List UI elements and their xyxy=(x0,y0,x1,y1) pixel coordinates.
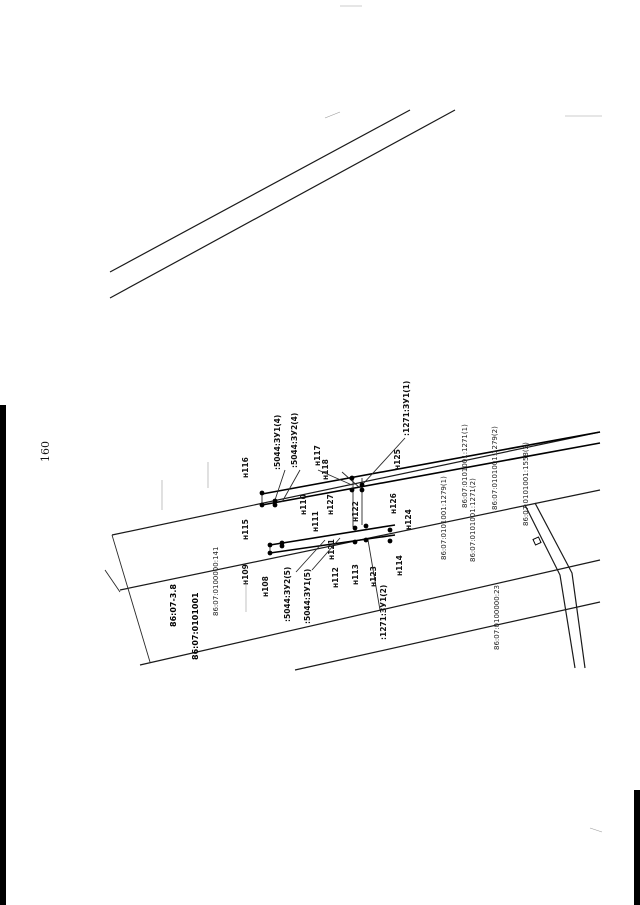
point-122 xyxy=(352,525,358,531)
point-118 xyxy=(349,487,355,493)
strip-upper-a xyxy=(261,431,601,495)
label-point-117: н117 xyxy=(313,445,322,466)
label-point-114: н114 xyxy=(395,555,404,576)
side-road-edge-a xyxy=(524,504,576,669)
label-cadastral-1271-1: 86:07:0101001:1271(1) xyxy=(461,424,469,508)
label-cadastral-1271-2: 86:07:0101001:1271(2) xyxy=(469,478,477,562)
parcel-strips xyxy=(261,431,601,554)
label-point-113: н113 xyxy=(351,564,360,585)
label-point-124: н124 xyxy=(404,509,413,530)
survey-points xyxy=(259,475,393,556)
label-point-126: н126 xyxy=(389,493,398,514)
point-108 xyxy=(267,550,273,556)
label-point-115: н115 xyxy=(241,519,250,540)
point-123 xyxy=(363,537,369,543)
point-127 xyxy=(359,487,365,493)
page-number: 160 xyxy=(39,441,52,462)
label-point-108: н108 xyxy=(261,576,270,597)
leader xyxy=(311,537,341,571)
label-point-116: н116 xyxy=(241,457,250,478)
upper-road-line-a xyxy=(109,109,411,273)
label-quarter: 86:07:0101001 xyxy=(191,592,200,660)
label-point-123: н123 xyxy=(369,566,378,587)
label-point-125: н125 xyxy=(393,449,402,470)
label-parcel-1271-1-2: :1271:ЗУ1(2) xyxy=(379,585,388,640)
faint-mark xyxy=(589,827,603,833)
leader-lines xyxy=(274,437,406,611)
marker-square xyxy=(532,536,542,546)
label-point-122: н122 xyxy=(351,501,360,522)
label-parcel-5044-2-4: :5044:ЗУ2(4) xyxy=(290,413,299,468)
label-point-112: н112 xyxy=(331,567,340,588)
label-parcel-5044-1-4: :5044:ЗУ1(4) xyxy=(273,415,282,470)
leader xyxy=(367,539,381,611)
strip-upper-b xyxy=(261,442,601,506)
label-point-110: н110 xyxy=(299,494,308,515)
label-district: 86:07-3.8 xyxy=(169,584,178,627)
label-point-111: н111 xyxy=(311,511,320,532)
cadastral-labels: 86:07-3.8 86:07:0101001 86:07:0100000:14… xyxy=(169,424,530,660)
leader xyxy=(317,469,353,486)
label-cadastral-1558-2: 86:07:0101001:1558(2) xyxy=(522,442,530,526)
point-109 xyxy=(267,542,273,548)
side-road xyxy=(524,502,586,669)
point-110 xyxy=(272,498,278,504)
scan-edge-right xyxy=(634,790,640,905)
label-cadastral-141: 86:07:0100000:141 xyxy=(212,547,220,616)
point-117 xyxy=(349,475,355,481)
faint-noise xyxy=(161,462,247,612)
label-point-127: н127 xyxy=(326,494,335,515)
label-parcel-5044-1-5: :5044:ЗУ1(5) xyxy=(303,569,312,624)
point-115 xyxy=(259,502,265,508)
scan-edge-left xyxy=(0,405,6,905)
label-point-121: н121 xyxy=(327,539,336,560)
leader xyxy=(295,539,326,573)
label-parcel-5044-2-5: :5044:ЗУ2(5) xyxy=(283,567,292,622)
point-124 xyxy=(387,527,393,533)
point-126 xyxy=(363,523,369,529)
leader xyxy=(274,469,286,501)
point-114 xyxy=(387,538,393,544)
point-113 xyxy=(352,539,358,545)
faint-marks xyxy=(324,5,603,833)
upper-road-line-b xyxy=(109,109,456,299)
strip-lower-b xyxy=(269,534,396,554)
faint-mark xyxy=(324,111,341,119)
leader xyxy=(281,469,301,503)
label-cadastral-1279-1: 86:07:0101001:1279(1) xyxy=(440,476,448,560)
point-125 xyxy=(359,482,365,488)
block-left-stub xyxy=(104,569,121,593)
upper-road-lines xyxy=(109,109,456,299)
point-labels: н116 н115 н110 н111 н117 н118 н127 н125 … xyxy=(241,445,413,597)
block-left-edge xyxy=(111,534,151,663)
leader xyxy=(362,437,406,485)
strip-lower-a xyxy=(269,524,396,546)
label-point-109: н109 xyxy=(241,564,250,585)
road-edge-lower xyxy=(139,559,601,666)
point-111 xyxy=(272,502,278,508)
label-cadastral-23: 86:07:0100000:23 xyxy=(493,585,501,650)
side-road-edge-b xyxy=(534,502,586,669)
label-cadastral-1279-2: 86:07:0101001:1279(2) xyxy=(491,426,499,510)
label-parcel-1271-1-1: :1271:ЗУ1(1) xyxy=(402,381,411,436)
point-116 xyxy=(259,490,265,496)
road-edge-top xyxy=(111,431,601,536)
road-edge-bottom xyxy=(294,601,601,671)
parcel-labels: :5044:ЗУ1(4) :5044:ЗУ2(4) :1271:ЗУ1(1) :… xyxy=(273,381,411,640)
label-point-118: н118 xyxy=(321,459,330,480)
point-112 xyxy=(279,543,285,549)
